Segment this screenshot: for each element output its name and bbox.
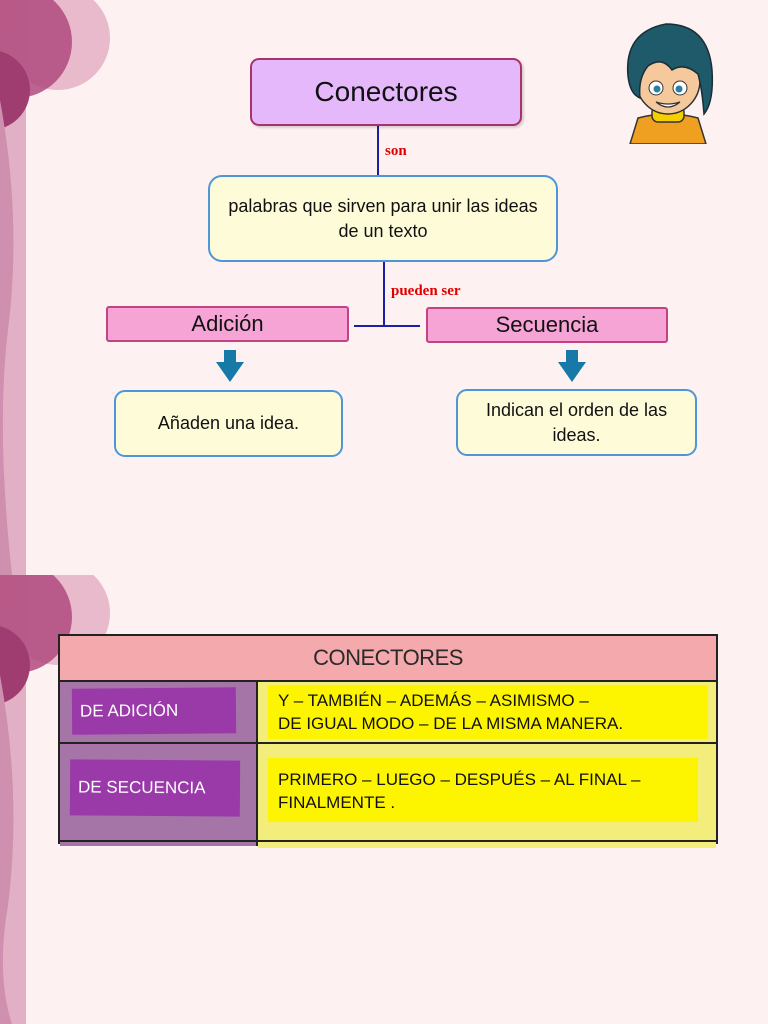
down-arrow-icon — [216, 350, 244, 382]
category-secuencia: Secuencia — [426, 307, 668, 343]
connectors-table: CONECTORES DE ADICIÓN Y – TAMBIÉN – ADEM… — [58, 634, 718, 848]
row-connector-words: PRIMERO – LUEGO – DESPUÉS – AL FINAL – F… — [268, 758, 698, 822]
secuencia-description: Indican el orden de las ideas. — [456, 389, 697, 456]
table-slide: CONECTORES DE ADICIÓN Y – TAMBIÉN – ADEM… — [0, 575, 768, 1024]
link-label-pueden-ser: pueden ser — [391, 283, 461, 299]
row-type-label: DE ADICIÓN — [71, 687, 237, 735]
category-adicion: Adición — [106, 306, 349, 342]
concept-title: Conectores — [250, 58, 522, 126]
decorative-circles — [0, 575, 110, 1024]
table-row: PRIMERO – LUEGO – DESPUÉS – AL FINAL – F… — [258, 744, 716, 840]
connector-lines — [216, 126, 586, 382]
concept-map-slide: Conectores son palabras que sirven para … — [0, 0, 714, 575]
decorative-circles — [0, 0, 110, 575]
table-row-partial — [258, 840, 716, 848]
table-row-partial — [60, 840, 258, 846]
definition-box: palabras que sirven para unir las ideas … — [208, 175, 558, 262]
table-row: DE SECUENCIA — [60, 744, 258, 840]
row-connector-words: Y – TAMBIÉN – ADEMÁS – ASIMISMO – DE IGU… — [268, 685, 708, 739]
row-type-label: DE SECUENCIA — [69, 759, 241, 817]
down-arrow-icon — [558, 350, 586, 382]
link-label-son: son — [385, 143, 407, 159]
table-row: Y – TAMBIÉN – ADEMÁS – ASIMISMO – DE IGU… — [258, 682, 716, 744]
cartoon-boy-icon — [626, 23, 714, 144]
table-header: CONECTORES — [60, 636, 716, 682]
table-row: DE ADICIÓN — [60, 682, 258, 744]
adicion-description: Añaden una idea. — [114, 390, 343, 457]
